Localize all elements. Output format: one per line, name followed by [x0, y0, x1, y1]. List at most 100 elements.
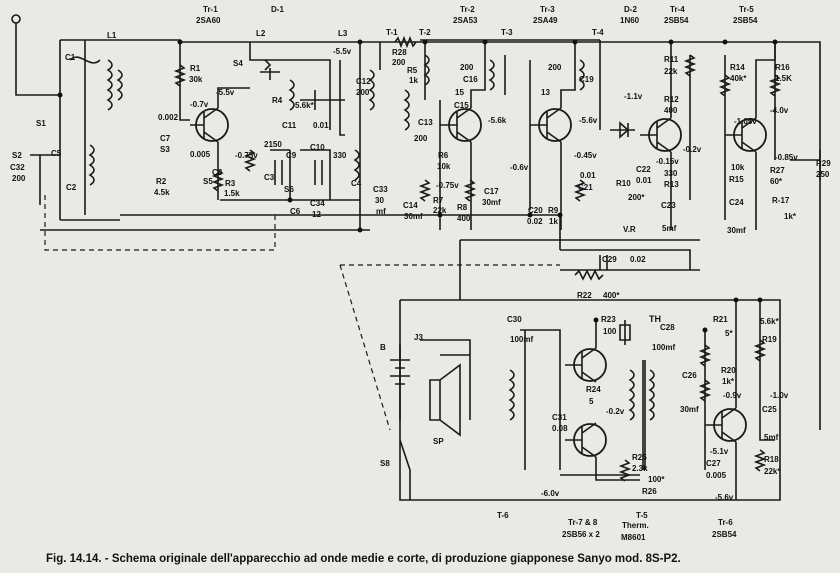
label-r4: R4 [272, 96, 283, 105]
label-r17: R-17 [772, 196, 790, 205]
label-therm: Therm. [622, 521, 649, 530]
label-c26-value: 30mf [680, 405, 699, 414]
label-r6: R6 [438, 151, 449, 160]
label-c22-value: 0.01 [636, 176, 652, 185]
label-v2150: 2150 [264, 140, 282, 149]
wiring [11, 14, 821, 501]
label-c14: C14 [403, 201, 418, 210]
label-r16: R16 [775, 63, 790, 72]
label-v56k: 5.6k* [295, 101, 315, 110]
label-r22: R22 [577, 291, 592, 300]
label-r29: R29 [816, 159, 831, 168]
label-tr78: Tr-7 & 8 [568, 518, 598, 527]
label-th: TH [649, 314, 661, 324]
label-r18-value: 22k* [764, 467, 781, 476]
label-s5: S5 [203, 177, 213, 186]
label-c28: C28 [660, 323, 675, 332]
label-c15: C15 [454, 101, 469, 110]
label-v075: -0.75v [235, 151, 258, 160]
label-r2-value: 4.5k [154, 188, 170, 197]
label-v02b: -0.2v [606, 407, 625, 416]
label-v330b: 330 [664, 169, 678, 178]
label-c5: C5 [51, 149, 62, 158]
label-tr2: Tr-2 [460, 5, 475, 14]
label-r21: R21 [713, 315, 728, 324]
label-s1: S1 [36, 119, 46, 128]
label-r18: R18 [764, 455, 779, 464]
label-tr5: Tr-5 [739, 5, 754, 14]
label-c27: C27 [706, 459, 721, 468]
label-d2: D-2 [624, 5, 637, 14]
label-c34: C34 [310, 199, 325, 208]
label-r23-value: 100 [603, 327, 617, 336]
label-r27: R27 [770, 166, 785, 175]
label-c1: C1 [65, 53, 76, 62]
label-s4: S4 [233, 59, 243, 68]
label-t3: T-3 [501, 28, 513, 37]
label-r8: R8 [457, 203, 468, 212]
label-r9-value: 1k [549, 217, 558, 226]
label-r24-value: 5 [589, 397, 594, 406]
label-c8: C8 [212, 168, 223, 177]
label-r23: R23 [601, 315, 616, 324]
label-r14: R14 [730, 63, 745, 72]
label-c29: C29 [602, 255, 617, 264]
label-c20-value: 0.02 [527, 217, 543, 226]
label-v56d: -5.6v [715, 493, 734, 502]
label-c2: C2 [66, 183, 77, 192]
label-r3: R3 [225, 179, 236, 188]
label-therm-type: M8601 [621, 533, 646, 542]
label-d1: D-1 [271, 5, 284, 14]
label-r25-value: 2.3k [632, 464, 648, 473]
label-c22: C22 [636, 165, 651, 174]
label-r27-value: 60* [770, 177, 783, 186]
label-tr1-type: 2SA60 [196, 16, 221, 25]
label-c31-value: 0.08 [552, 424, 568, 433]
label-l3: L3 [338, 29, 348, 38]
label-v09: -0.9v [723, 391, 742, 400]
label-tr3: Tr-3 [540, 5, 555, 14]
label-v40: -4.0v [770, 106, 789, 115]
label-r22-value: 400* [603, 291, 620, 300]
label-c20: C20 [528, 206, 543, 215]
label-v100: 100* [648, 475, 665, 484]
label-t4: T-4 [592, 28, 604, 37]
label-v075b: -0.75v [436, 181, 459, 190]
label-r20-value: 1k* [722, 377, 735, 386]
label-r7-value: 22k [433, 206, 447, 215]
label-c7: C7 [160, 134, 171, 143]
label-b: B [380, 343, 386, 352]
label-r5: R5 [407, 66, 418, 75]
label-v56b: -5.6k [488, 116, 507, 125]
label-r12-value: 400 [664, 106, 678, 115]
label-c31: C31 [552, 413, 567, 422]
label-c25: C25 [762, 405, 777, 414]
label-r10: R10 [616, 179, 631, 188]
label-l1: L1 [107, 31, 117, 40]
label-v56c: -5.6v [579, 116, 598, 125]
label-c3: C3 [264, 173, 275, 182]
label-v200c: 200* [628, 193, 645, 202]
label-r19: R19 [762, 335, 777, 344]
label-c33: C33 [373, 185, 388, 194]
label-c24-value: 30mf [727, 226, 746, 235]
label-c17-value: 30mf [482, 198, 501, 207]
label-r28-value: 200 [392, 58, 406, 67]
label-d2-type: 1N60 [620, 16, 640, 25]
label-c24: C24 [729, 198, 744, 207]
label-tr3-type: 2SA49 [533, 16, 558, 25]
component-labels: Tr-1 2SA60 D-1 Tr-2 2SA53 Tr-3 2SA49 D-2… [10, 5, 831, 542]
label-tr78-type: 2SB56 x 2 [562, 530, 600, 539]
label-v085: -0.85v [775, 153, 798, 162]
label-v0005: 0.005 [190, 150, 211, 159]
label-v330: 330 [333, 151, 347, 160]
label-r3-value: 1.5k [224, 189, 240, 198]
label-tr6-type: 2SB54 [712, 530, 737, 539]
label-v015: -0.15v [656, 157, 679, 166]
label-v200b: 200 [548, 63, 562, 72]
label-c23-value: 5mf [662, 224, 677, 233]
label-t6: T-6 [497, 511, 509, 520]
label-c13-value: 200 [414, 134, 428, 143]
label-tr5-type: 2SB54 [733, 16, 758, 25]
